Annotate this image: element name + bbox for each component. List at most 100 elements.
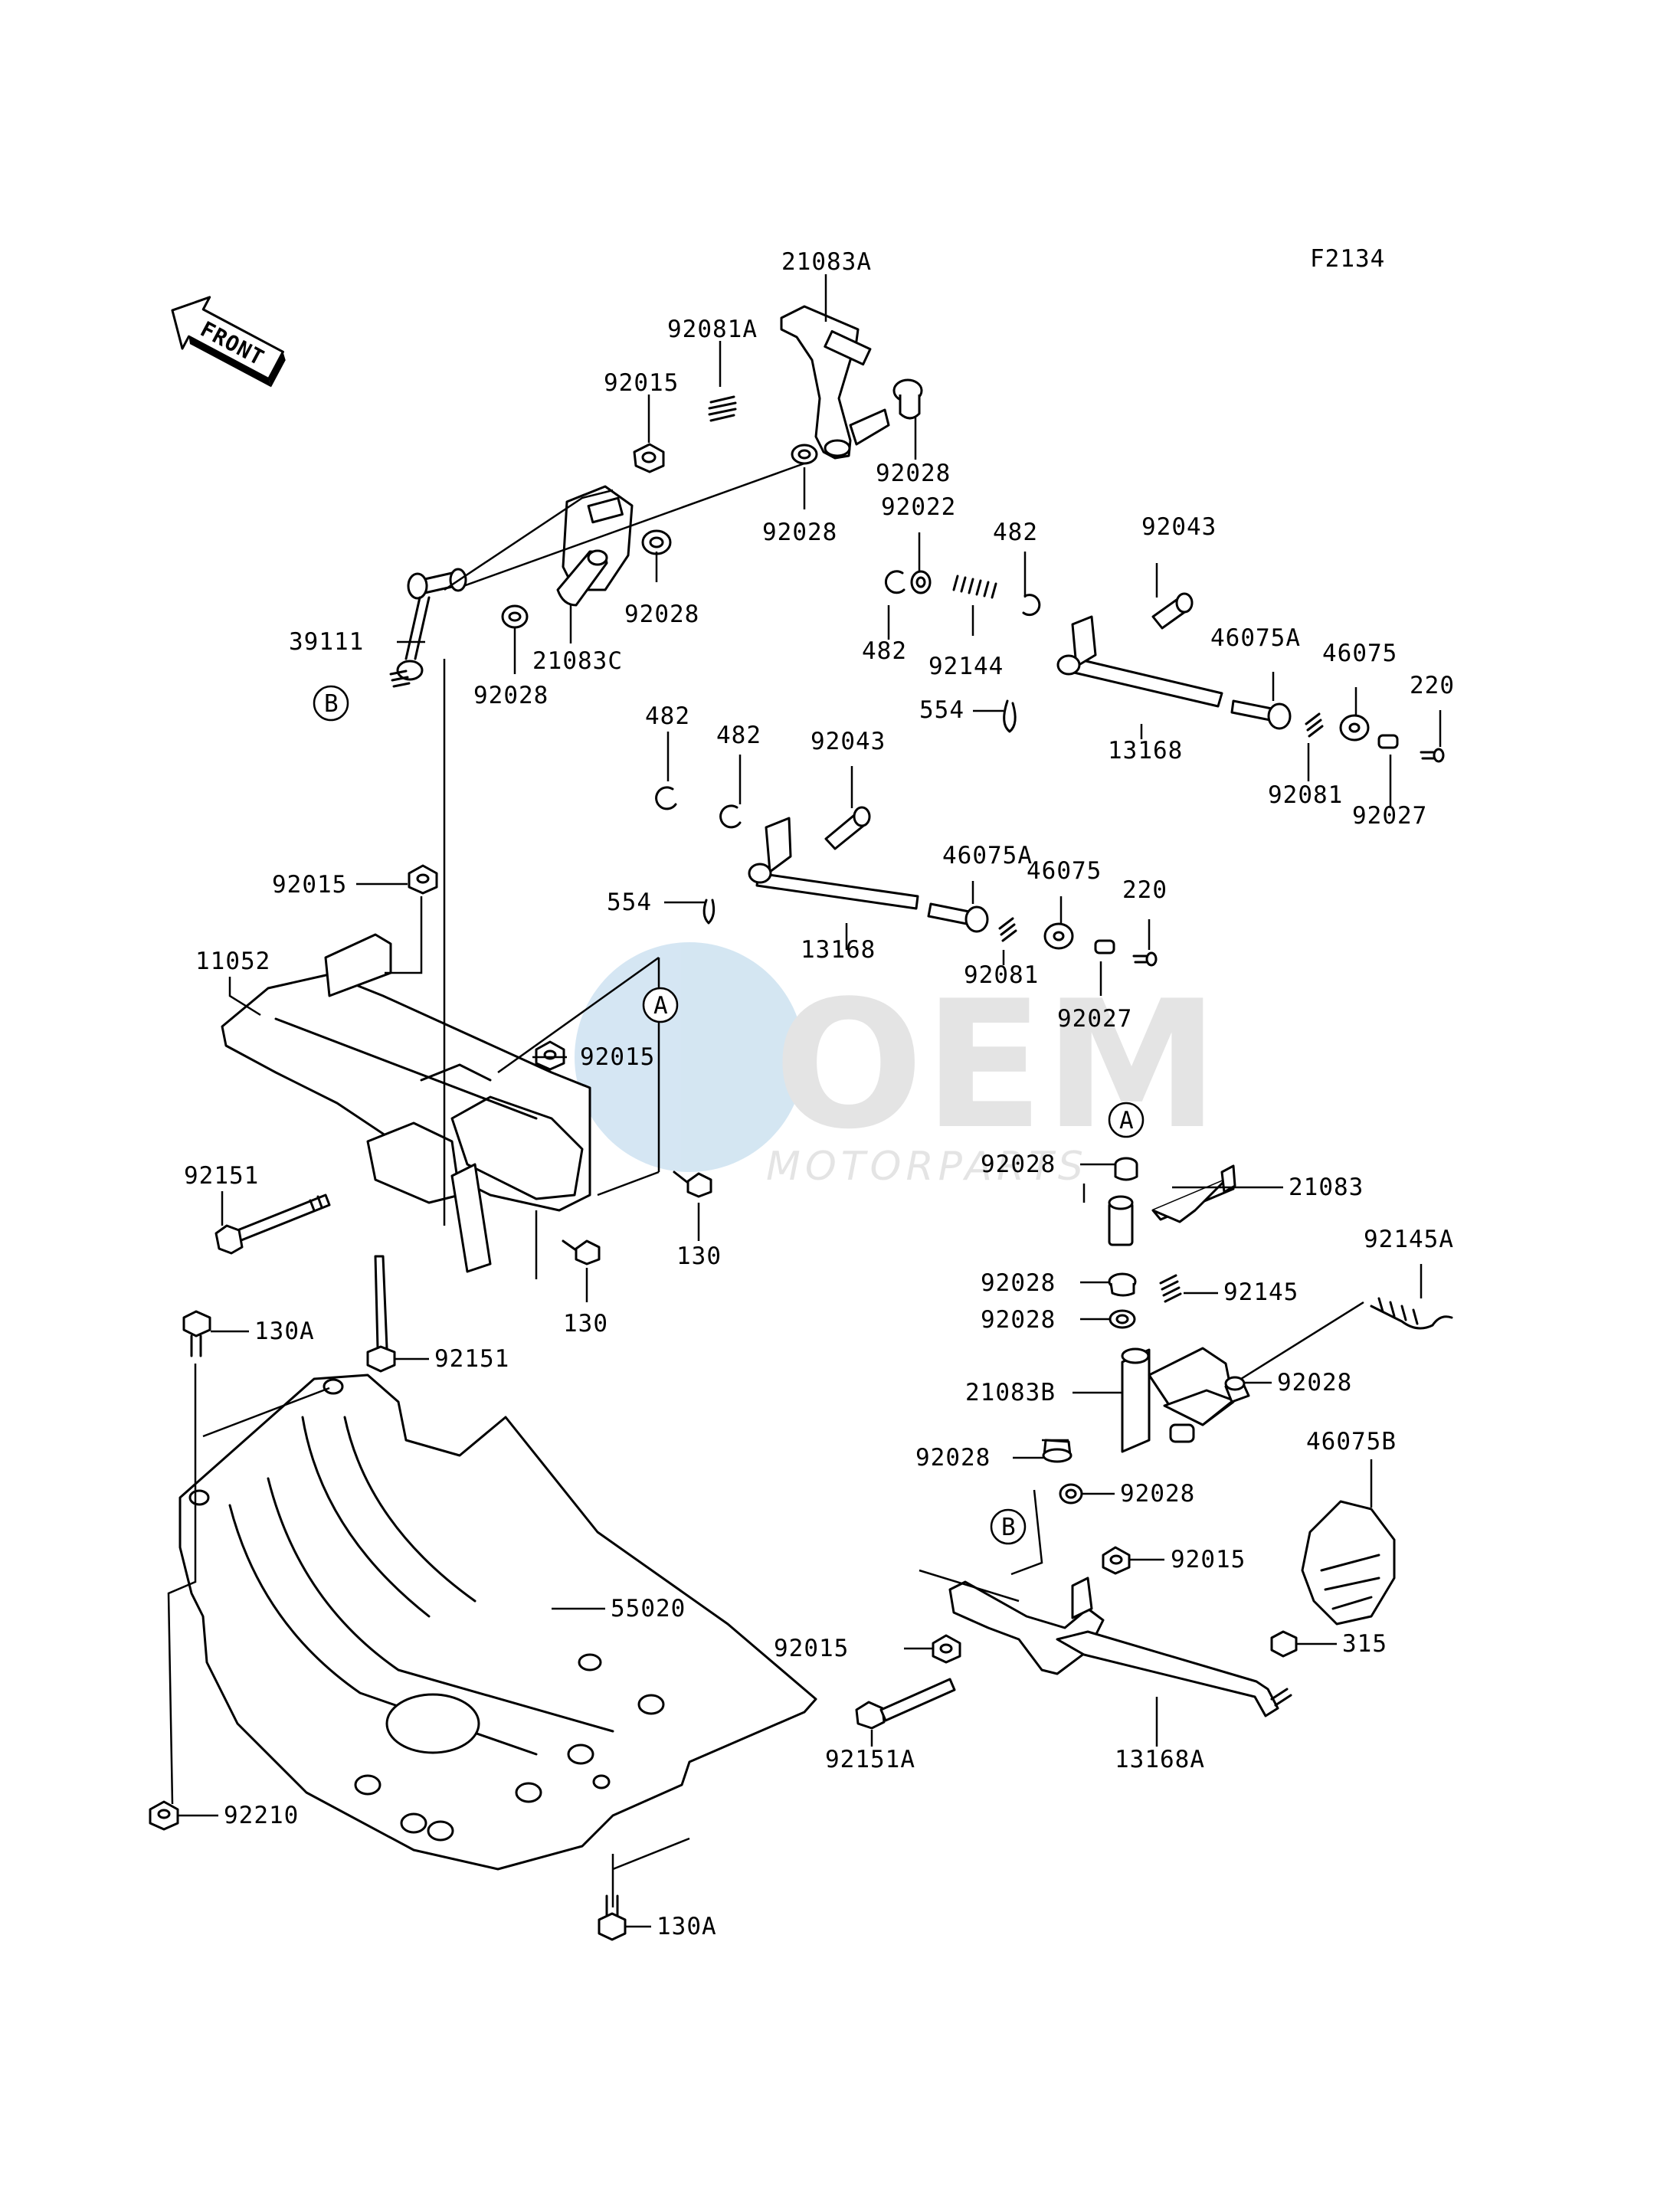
part-315-nut [1270,1630,1298,1658]
part-label: 130A [657,1913,717,1940]
part-label: 92027 [1057,1005,1132,1033]
part-label: 130 [676,1243,722,1270]
part-92145-spring [1159,1274,1182,1303]
part-label: 46075A [942,842,1033,869]
part-label: 220 [1122,876,1167,904]
part-92145A-spring [1370,1297,1453,1330]
part-220-screw-b [1132,951,1158,967]
part-13168A-brake-shaft [948,1577,1292,1717]
part-92151-bolt-a [215,1193,331,1255]
part-39111-rod [389,568,467,688]
part-label: 554 [607,889,652,916]
part-label: 92081 [964,961,1039,989]
part-label: 92210 [224,1802,299,1829]
part-21083B-pedal [1121,1347,1235,1453]
part-92028-washer-a [791,444,818,465]
part-label: 46075B [1306,1428,1397,1455]
part-554-pin-b [702,899,716,925]
part-label: 92028 [1277,1369,1352,1396]
part-482-clip-b [1022,594,1041,617]
part-label: 315 [1342,1630,1387,1658]
part-label: 92081A [667,316,758,343]
part-label: 92144 [928,653,1004,680]
part-label: 92028 [981,1151,1056,1178]
watermark: OEM MOTORPARTS [575,942,1220,1190]
part-label: 92028 [473,682,549,709]
part-label: 482 [716,722,761,749]
part-92028-washer-c [501,604,529,629]
part-92028-bush-e [1114,1157,1138,1181]
part-92028-bush-g [1109,1309,1136,1329]
part-92028-bush-h [1224,1376,1250,1403]
part-130A-bolt-b [598,1894,627,1941]
part-92015-nut-b [408,864,438,895]
part-46075-damper-a [1339,714,1370,742]
part-label: 92015 [604,369,679,397]
part-label: 92015 [580,1043,655,1071]
ref-a-mid-text: A [653,992,669,1020]
part-92022-washer [910,570,932,594]
part-label: 21083C [532,647,623,675]
part-46075B-pad [1301,1500,1396,1626]
part-11052-frame [221,933,591,1273]
ref-a-right-text: A [1119,1107,1135,1135]
part-92015-nut-top [633,443,665,473]
part-label: 92151A [825,1746,915,1773]
globe-icon [575,942,804,1172]
ref-marker-a-right: A [1108,1102,1145,1138]
part-92028-bush-f [1108,1272,1137,1297]
ref-b-right-text: B [1001,1514,1017,1541]
part-92151-bolt-b [366,1255,396,1373]
part-label: 220 [1410,672,1455,699]
part-labels: 21083A 92081A 92015 92028 92022 92028 48… [184,248,1455,1940]
part-label: 92028 [981,1269,1056,1297]
part-92081-spring-b [998,917,1017,942]
part-label: 92028 [981,1306,1056,1334]
part-92081A-spring [708,395,737,422]
part-46075-damper-b [1043,922,1074,950]
part-482-clip-d [719,804,742,829]
part-92028-bush-i [1042,1439,1073,1463]
part-label: 13168 [1108,737,1183,765]
part-label: 46075 [1322,640,1397,667]
part-130-bolt-a [673,1171,712,1198]
part-92144-spring [952,575,997,599]
front-arrow-icon: FRONT [171,296,286,388]
part-label: 92151 [184,1162,259,1190]
part-label: 92043 [811,728,886,755]
part-482-clip-c [655,786,677,810]
part-482-clip-a [884,570,905,594]
part-label: 46075 [1027,857,1102,885]
part-92043-pin-b [824,806,871,850]
part-21083-arm [1108,1164,1236,1246]
ref-marker-b-right: B [990,1508,1027,1545]
part-92015-nut-c [535,1040,565,1071]
part-label: 92015 [1171,1546,1246,1573]
part-92027-collar-b [1094,939,1115,954]
part-label: 21083 [1289,1174,1364,1201]
part-label: 39111 [289,628,364,656]
part-label: 92151 [434,1345,509,1373]
part-label: 92043 [1141,513,1217,541]
part-label: 46075A [1210,624,1301,652]
part-label: 92145 [1223,1279,1298,1306]
part-92028-bush-top [892,378,923,420]
part-92015-nut-e [932,1634,961,1664]
part-label: 92028 [762,519,837,546]
part-label: 554 [919,696,964,724]
part-label: 482 [993,519,1038,546]
watermark-brand: OEM [774,964,1220,1168]
part-554-pin-a [1003,699,1017,733]
part-92210-nut [149,1800,179,1831]
part-label: 92028 [876,460,951,487]
part-21083C-shaft [556,549,608,607]
part-label: 482 [862,637,907,665]
part-label: 13168A [1115,1746,1205,1773]
part-label: 130A [254,1318,315,1345]
part-label: 92145A [1364,1226,1454,1253]
ref-marker-a-mid: A [642,987,679,1023]
part-92028-washer-b [641,529,672,555]
ref-marker-b-left: B [313,685,349,722]
part-92028-bush-j [1059,1483,1083,1505]
